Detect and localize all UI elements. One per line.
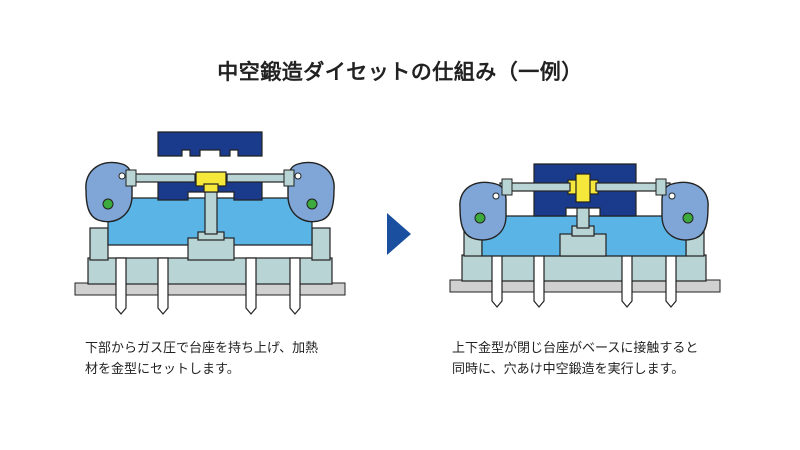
center-rod: [204, 191, 218, 235]
caption-line: 下部からガス圧で台座を持ち上げ、加熱: [85, 341, 319, 356]
arrow-right-icon: [387, 213, 411, 255]
right-cam-arm: [287, 161, 335, 223]
upper-die: [157, 131, 263, 157]
workpiece: [567, 173, 599, 203]
page-title: 中空鍛造ダイセットの仕組み（一例）: [217, 60, 583, 84]
caption-line: 同時に、穴あけ中空鍛造を実行します。: [452, 362, 685, 377]
caption-line: 材を金型にセットします。: [85, 362, 240, 377]
floor: [449, 279, 721, 293]
base-plate: [461, 254, 707, 282]
left-cam-arm: [459, 181, 507, 241]
caption-after: 上下金型が閉じ台座がベースに接触すると 同時に、穴あけ中空鍛造を実行します。: [452, 338, 752, 380]
right-post: [311, 227, 331, 261]
left-post: [89, 227, 109, 261]
diagram-before: [74, 131, 346, 315]
right-cam-pivot: [682, 212, 694, 224]
pedestal: [559, 233, 607, 257]
pedestal: [187, 237, 235, 261]
caption-line: 上下金型が閉じ台座がベースに接触すると: [452, 341, 699, 356]
left-cam-pivot: [102, 198, 114, 210]
diagram-after: [449, 163, 721, 308]
caption-before: 下部からガス圧で台座を持ち上げ、加熱 材を金型にセットします。: [85, 338, 385, 380]
left-cam-pivot: [474, 212, 486, 224]
right-cam-pivot: [306, 198, 318, 210]
right-cam-arm: [661, 181, 709, 241]
left-cam-arm: [85, 161, 133, 223]
support-pins: [115, 257, 301, 315]
support-pins: [491, 254, 677, 308]
